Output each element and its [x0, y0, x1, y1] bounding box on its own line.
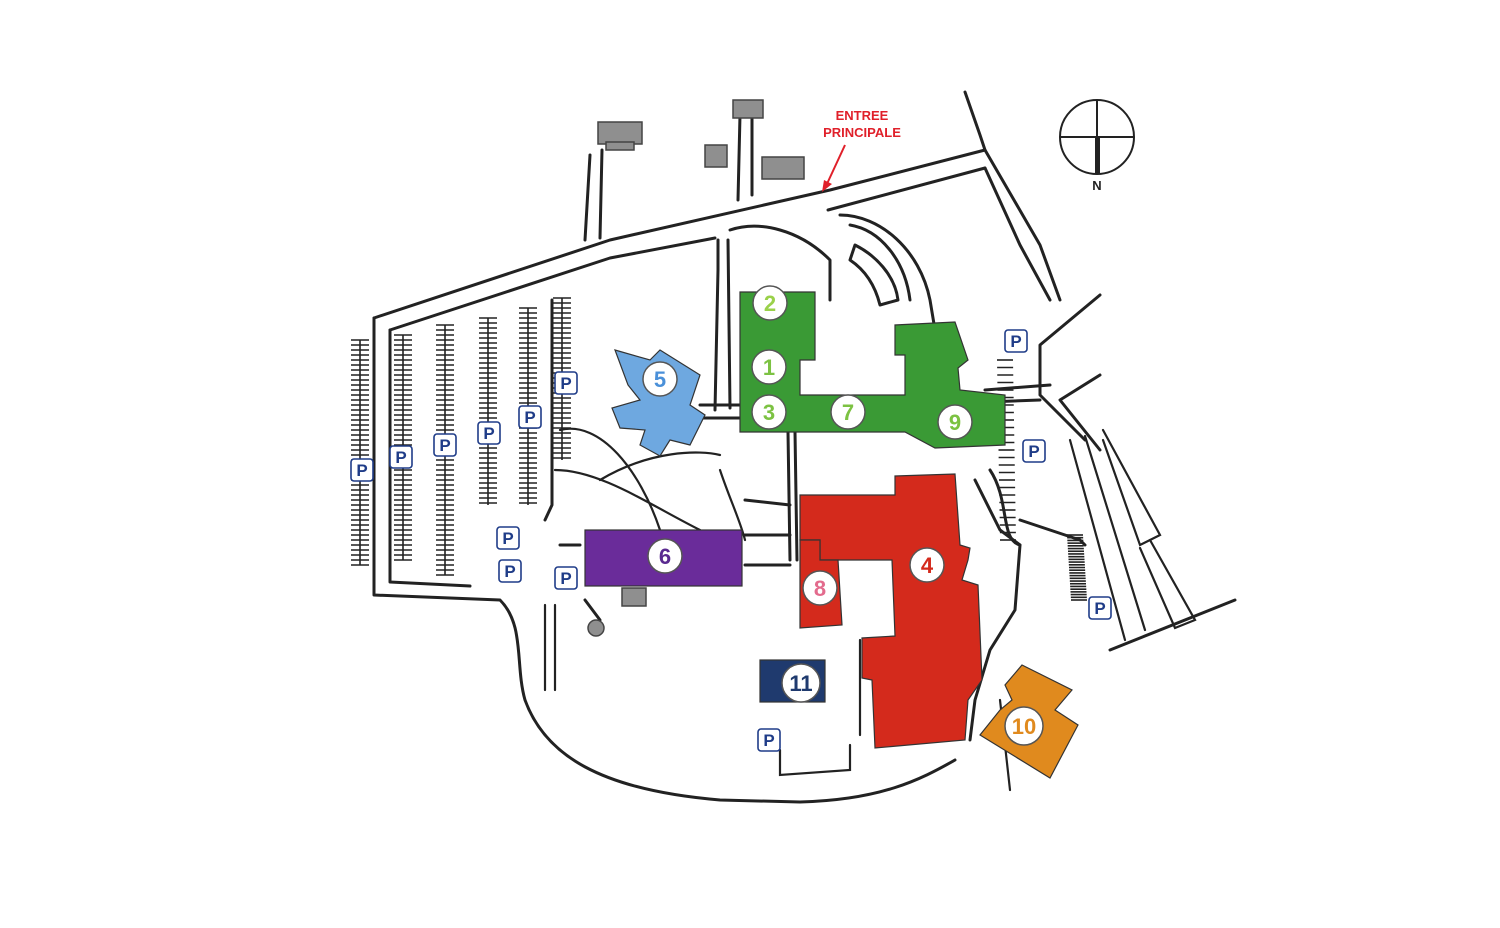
road-network: [372, 90, 1237, 804]
parking-sign-icon: P: [350, 458, 374, 482]
building-badge-11[interactable]: 11: [781, 663, 821, 703]
entrance-label-line2: PRINCIPALE: [823, 125, 901, 140]
parking-label: P: [356, 461, 367, 480]
building-number-3: 3: [763, 400, 775, 425]
parking-sign-icon: P: [757, 728, 781, 752]
parking-sign-icon: P: [1088, 596, 1112, 620]
building-badge-8[interactable]: 8: [802, 570, 838, 606]
building-5-shape[interactable]: [611, 349, 706, 457]
building-number-7: 7: [842, 400, 854, 425]
parking-label: P: [504, 562, 515, 581]
parking-label: P: [395, 448, 406, 467]
building-number-1: 1: [763, 355, 775, 380]
building-number-8: 8: [814, 576, 826, 601]
main-entrance-label: ENTREE PRINCIPALE: [822, 108, 901, 192]
parking-sign-icon: P: [518, 405, 542, 429]
parking-sign-icon: P: [496, 526, 520, 550]
building-badge-1[interactable]: 1: [751, 349, 787, 385]
building-number-5: 5: [654, 367, 666, 392]
building-badge-6[interactable]: 6: [647, 538, 683, 574]
compass-north-label: N: [1092, 178, 1101, 193]
parking-sign-icon: P: [1004, 329, 1028, 353]
building-number-10: 10: [1012, 714, 1036, 739]
building-badges: 1 2 3 4 5 6 7 8 9 10 11: [642, 285, 1044, 746]
parking-sign-icon: P: [433, 433, 457, 457]
building-badge-2[interactable]: 2: [752, 285, 788, 321]
building-number-6: 6: [659, 544, 671, 569]
compass-rose-icon: N: [1059, 99, 1135, 193]
entrance-label-line1: ENTREE: [836, 108, 889, 123]
parking-sign-icon: P: [498, 559, 522, 583]
parking-label: P: [524, 408, 535, 427]
parking-sign-icon: P: [554, 371, 578, 395]
parking-sign-icon: P: [389, 445, 413, 469]
building-badge-10[interactable]: 10: [1004, 706, 1044, 746]
building-number-2: 2: [764, 291, 776, 316]
entrance-arrow-icon: [822, 144, 846, 192]
building-badge-5[interactable]: 5: [642, 361, 678, 397]
building-badge-7[interactable]: 7: [830, 394, 866, 430]
parking-label: P: [560, 569, 571, 588]
building-badge-9[interactable]: 9: [937, 404, 973, 440]
parking-label: P: [1094, 599, 1105, 618]
parking-label: P: [1010, 332, 1021, 351]
parking-label: P: [483, 424, 494, 443]
parking-sign-icon: P: [477, 421, 501, 445]
building-badge-3[interactable]: 3: [751, 394, 787, 430]
parking-label: P: [439, 436, 450, 455]
service-buildings: [587, 99, 805, 637]
parking-label: P: [763, 731, 774, 750]
building-number-11: 11: [789, 671, 812, 696]
parking-label: P: [1028, 442, 1039, 461]
parking-label: P: [560, 374, 571, 393]
parking-sign-icon: P: [1022, 439, 1046, 463]
building-number-9: 9: [949, 410, 961, 435]
parking-label: P: [502, 529, 513, 548]
building-badge-4[interactable]: 4: [909, 547, 945, 583]
building-number-4: 4: [921, 553, 934, 578]
parking-sign-icon: P: [554, 566, 578, 590]
building-green-complex[interactable]: [739, 291, 1006, 449]
